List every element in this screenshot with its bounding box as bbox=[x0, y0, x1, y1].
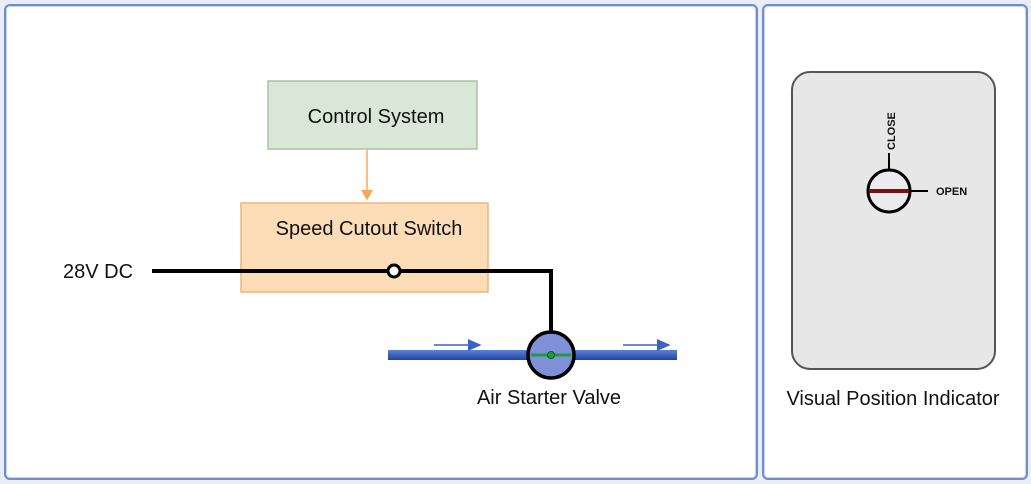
valve-wire bbox=[400, 269, 553, 332]
indicator-housing bbox=[791, 71, 996, 370]
speed-cutout-label: Speed Cutout Switch bbox=[276, 218, 463, 240]
speed-cutout-switch-box: Speed Cutout Switch bbox=[240, 202, 489, 293]
air-starter-valve bbox=[526, 330, 576, 380]
open-label: OPEN bbox=[936, 186, 967, 198]
supply-voltage-label: 28V DC bbox=[63, 261, 133, 283]
valve-label: Air Starter Valve bbox=[477, 387, 621, 409]
control-system-box: Control System bbox=[267, 80, 478, 150]
switch-contact-icon bbox=[386, 263, 402, 279]
indicator-caption: Visual Position Indicator bbox=[786, 388, 999, 410]
position-indicator-dial bbox=[866, 168, 912, 214]
close-label: CLOSE bbox=[886, 112, 898, 150]
control-system-label: Control System bbox=[308, 106, 445, 128]
